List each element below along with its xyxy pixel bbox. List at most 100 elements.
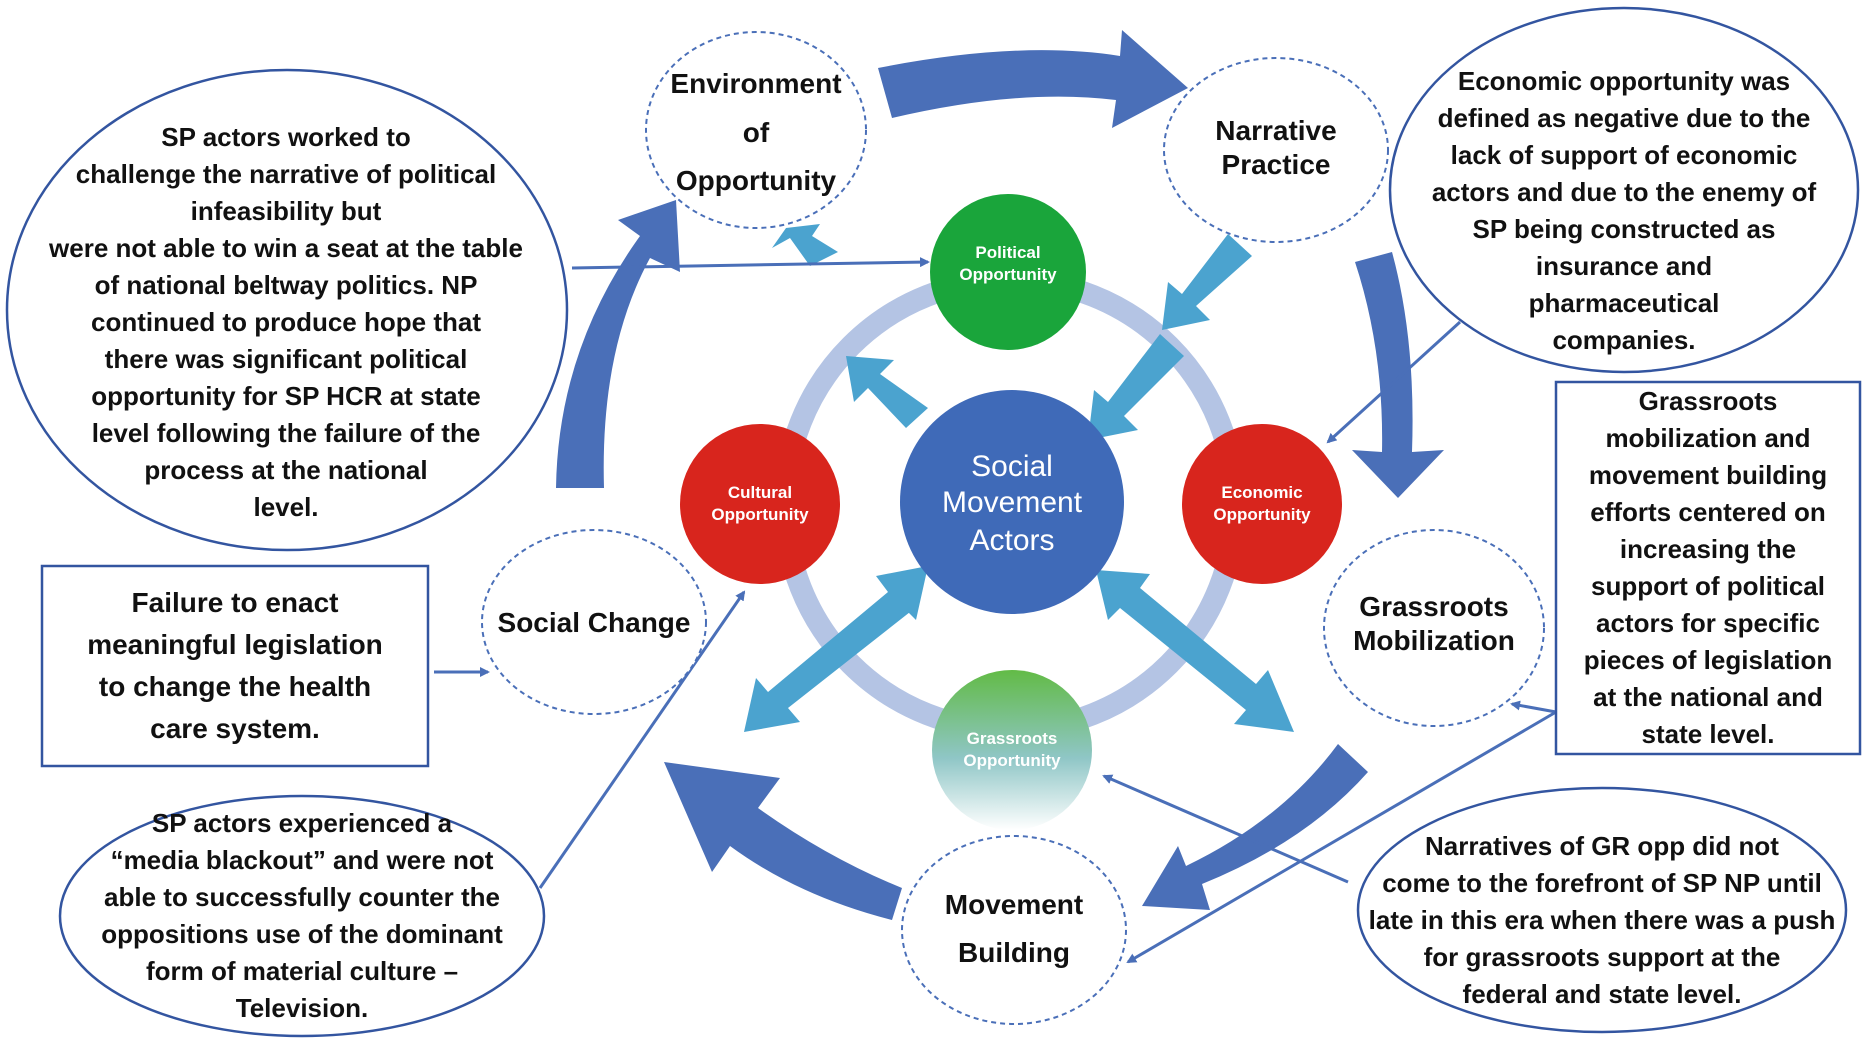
stage-narrative-line1: Narrative (1215, 115, 1336, 146)
economic-note-line: SP being constructed as (1473, 214, 1776, 244)
cycle-arrow-top (878, 30, 1188, 128)
political-note-line: SP actors worked to (161, 122, 411, 152)
arrow-narrative-to-center (1088, 334, 1184, 440)
political-label-1: Political (975, 243, 1040, 262)
mobilization-note-line: Grassroots (1639, 386, 1778, 416)
political-note-line: opportunity for SP HCR at state (91, 381, 481, 411)
grassroots-note-line: Narratives of GR opp did not (1425, 831, 1779, 861)
economic-note-line: lack of support of economic (1451, 140, 1798, 170)
center-node: Social Movement Actors (900, 390, 1124, 614)
political-note: SP actors worked to challenge the narrat… (5, 68, 569, 552)
social-change-note-line: meaningful legislation (87, 629, 383, 660)
stage-social-change-line1: Social Change (498, 607, 691, 638)
economic-note-line: defined as negative due to the (1438, 103, 1811, 133)
inner-arrows (744, 224, 1294, 732)
grassroots-note-line: late in this era when there was a push (1369, 905, 1836, 935)
cultural-note-line: able to successfully counter the (104, 882, 500, 912)
stage-environment-line2: of (743, 117, 770, 148)
arrow-center-to-cultural (846, 356, 928, 428)
cultural-note: SP actors experienced a “media blackout”… (58, 794, 546, 1038)
cycle-arrow-bottom-right (1142, 744, 1368, 910)
political-note-line: challenge the narrative of political (76, 159, 496, 189)
political-note-line: were not able to win a seat at the table (48, 233, 523, 263)
stage-social-change: Social Change (481, 529, 707, 715)
cultural-label-2: Opportunity (711, 505, 809, 524)
stage-narrative-line2: Practice (1222, 149, 1331, 180)
economic-label-2: Opportunity (1213, 505, 1311, 524)
stage-environment-line1: Environment (670, 68, 841, 99)
connector-political-note (571, 257, 930, 270)
stage-grassroots-mobilization: Grassroots Mobilization (1323, 529, 1545, 727)
grassroots-mobilization-note: Grassroots mobilization and movement bui… (1554, 380, 1862, 756)
economic-opportunity-node: Economic Opportunity (1182, 424, 1342, 584)
political-note-line: continued to produce hope that (91, 307, 481, 337)
connector-grassroots-note (1102, 774, 1349, 884)
stage-movement-line1: Movement (945, 889, 1083, 920)
social-change-note: Failure to enact meaningful legislation … (40, 564, 430, 768)
mobilization-note-line: actors for specific (1596, 608, 1820, 638)
social-change-note-line: to change the health (99, 671, 371, 702)
economic-note-line: Economic opportunity was (1458, 66, 1790, 96)
political-label-2: Opportunity (959, 265, 1057, 284)
stage-movement-line2: Building (958, 937, 1070, 968)
economic-label-1: Economic (1221, 483, 1302, 502)
cultural-note-line: Television. (236, 993, 368, 1023)
cultural-note-line: “media blackout” and were not (111, 845, 494, 875)
political-note-line: level following the failure of the (92, 418, 481, 448)
mobilization-note-line: pieces of legislation (1584, 645, 1833, 675)
cultural-note-line: form of material culture – (146, 956, 458, 986)
mobilization-note-line: support of political (1591, 571, 1825, 601)
connectors (434, 257, 1557, 964)
mobilization-note-line: state level. (1642, 719, 1775, 749)
center-label-2: Movement (942, 486, 1083, 519)
economic-note-line: insurance and (1536, 251, 1712, 281)
mobilization-note-line: mobilization and (1605, 423, 1810, 453)
stage-environment: Environment of Opportunity (645, 31, 867, 229)
economic-note: Economic opportunity was defined as nega… (1388, 6, 1860, 374)
cultural-opportunity-node: Cultural Opportunity (680, 424, 840, 584)
grassroots-label-2: Opportunity (963, 751, 1061, 770)
cultural-note-line: oppositions use of the dominant (101, 919, 503, 949)
connector-mobilization-to-movement (1126, 710, 1557, 964)
arrow-political-to-environment (772, 224, 838, 266)
political-note-line: of national beltway politics. NP (95, 270, 478, 300)
stage-mobilization-line1: Grassroots (1359, 591, 1508, 622)
cultural-note-line: SP actors experienced a (152, 808, 453, 838)
political-note-line: process at the national (144, 455, 427, 485)
economic-note-line: pharmaceutical (1529, 288, 1720, 318)
political-opportunity-node: Political Opportunity (930, 194, 1086, 350)
cycle-arrow-bottom-left (664, 762, 902, 920)
stage-movement-building: Movement Building (901, 835, 1127, 1025)
grassroots-note-line: for grassroots support at the (1424, 942, 1781, 972)
political-note-line: infeasibility but (191, 196, 382, 226)
mobilization-note-line: efforts centered on (1590, 497, 1826, 527)
social-change-note-line: Failure to enact (132, 587, 339, 618)
center-label-3: Actors (969, 524, 1054, 557)
center-label-1: Social (971, 450, 1053, 483)
grassroots-opportunity-node: Grassroots Opportunity (932, 670, 1092, 830)
grassroots-note-line: federal and state level. (1463, 979, 1742, 1009)
social-change-note-line: care system. (150, 713, 320, 744)
stage-narrative: Narrative Practice (1163, 57, 1389, 243)
economic-note-line: companies. (1552, 325, 1695, 355)
mobilization-note-line: movement building (1589, 460, 1827, 490)
grassroots-label-1: Grassroots (967, 729, 1058, 748)
political-note-line: there was significant political (105, 344, 468, 374)
mobilization-note-line: increasing the (1620, 534, 1796, 564)
arrow-narrative-to-political (1162, 234, 1252, 330)
cycle-arrow-right (1352, 252, 1444, 498)
grassroots-note: Narratives of GR opp did not come to the… (1356, 786, 1848, 1034)
economic-note-line: actors and due to the enemy of (1432, 177, 1817, 207)
cycle-arrow-left (556, 200, 680, 488)
stage-mobilization-line2: Mobilization (1353, 625, 1515, 656)
connector-economic-note (1326, 320, 1462, 444)
political-note-line: level. (253, 492, 318, 522)
cycle-arrows (556, 30, 1444, 920)
connector-mobilization-note (1510, 700, 1557, 714)
grassroots-note-line: come to the forefront of SP NP until (1382, 868, 1822, 898)
arrow-center-to-mobilization-right (1096, 570, 1294, 732)
mobilization-note-line: at the national and (1593, 682, 1823, 712)
stage-environment-line3: Opportunity (676, 165, 837, 196)
arrow-center-to-movement-left (744, 566, 928, 732)
